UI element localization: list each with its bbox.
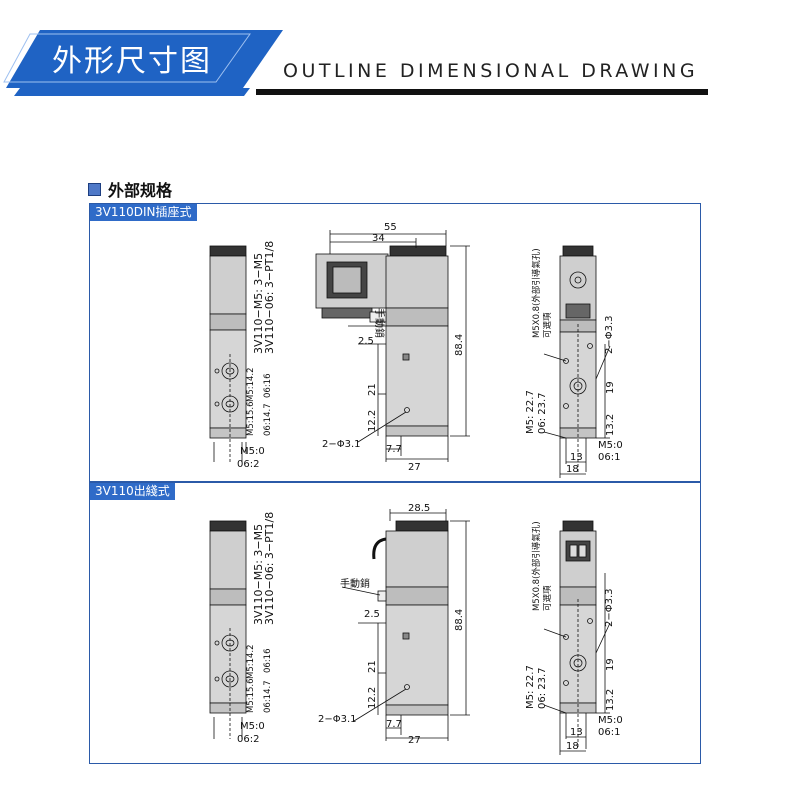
header-title-band bbox=[6, 30, 283, 88]
wire-side-manual-pin bbox=[377, 590, 387, 602]
wire-drawing: 3V110−M5: 3−M5 3V110−06: 3−PT1/8 M5:14.2… bbox=[209, 503, 623, 755]
wire-front-view bbox=[209, 520, 247, 739]
square-bullet-icon bbox=[88, 182, 101, 196]
wire-rear-dim-18: 18 bbox=[566, 741, 579, 752]
header-subtitle: OUTLINE DIMENSIONAL DRAWING bbox=[283, 60, 699, 82]
din-front-port2-m5: M5:15.6 bbox=[246, 401, 256, 436]
header-banner: 外形尺寸图 OUTLINE DIMENSIONAL DRAWING bbox=[0, 0, 790, 120]
panel-din-tag: 3V110DIN插座式 bbox=[90, 204, 197, 221]
wire-front-port-06: 06:16 bbox=[263, 649, 273, 674]
wire-side-dim-12-2: 12.2 bbox=[367, 687, 378, 709]
din-rear-hole: 2−Φ3.3 bbox=[604, 315, 615, 354]
wire-rear-hole: 2−Φ3.3 bbox=[604, 588, 615, 627]
din-rear-exhaust: M5X0.8(外部引導氣孔) bbox=[531, 248, 542, 338]
din-side-dim-2-5: 2.5 bbox=[358, 336, 374, 347]
din-drawing: 3V110−M5: 3−M5 3V110−06: 3−PT1/8 M5:14.2… bbox=[209, 222, 623, 478]
panel-wire-tag: 3V110出綫式 bbox=[90, 483, 175, 500]
wire-front-body bbox=[209, 604, 247, 704]
wire-side-cable bbox=[372, 537, 387, 560]
din-front-model-m5: 3V110−M5: 3−M5 bbox=[252, 253, 265, 354]
din-rear-view bbox=[543, 245, 611, 478]
din-rear-dim-23-7: 06: 23.7 bbox=[537, 392, 548, 434]
din-front-adapter bbox=[209, 313, 247, 331]
wire-rear-dim-13-2: 13.2 bbox=[605, 689, 616, 711]
din-side-view bbox=[315, 230, 470, 462]
wire-side-coil bbox=[385, 530, 449, 588]
header-graphic bbox=[3, 30, 708, 96]
panel-wire: 3V110−M5: 3−M5 3V110−06: 3−PT1/8 M5:14.2… bbox=[89, 482, 701, 764]
wire-rear-dim-22-7: M5: 22.7 bbox=[525, 665, 536, 709]
wire-front-coil bbox=[209, 530, 247, 590]
din-side-dim-55: 55 bbox=[384, 222, 397, 233]
section-heading: 外部规格 bbox=[88, 177, 172, 201]
din-front-model-06: 3V110−06: 3−PT1/8 bbox=[263, 241, 276, 354]
wire-front-port2-06: 06:14.7 bbox=[263, 680, 273, 713]
din-side-manual-pin bbox=[369, 311, 387, 323]
din-rear-dim-18: 18 bbox=[566, 464, 579, 475]
din-rear-dim-13-2: 13.2 bbox=[605, 414, 616, 436]
din-side-dim-7-7: 7.7 bbox=[386, 444, 402, 455]
din-side-coil bbox=[385, 255, 449, 309]
din-side-manual-label: 手動銷 bbox=[373, 308, 386, 338]
wire-rear-dim-13: 13 bbox=[570, 727, 583, 738]
wire-side-manual-label: 手動銷 bbox=[340, 577, 370, 590]
wire-front-model-m5: 3V110−M5: 3−M5 bbox=[252, 524, 265, 625]
header-title: 外形尺寸图 bbox=[52, 44, 212, 79]
wire-rear-optional: 可選項 bbox=[542, 585, 553, 611]
wire-rear-dim-23-7: 06: 23.7 bbox=[537, 667, 548, 709]
din-side-dim-34: 34 bbox=[372, 233, 385, 244]
wire-side-dim-28-5: 28.5 bbox=[408, 503, 430, 514]
wire-front-port2-m5: M5:15.6 bbox=[246, 678, 256, 713]
wire-rear-outlet bbox=[565, 540, 591, 562]
din-front-port2-06: 06:14.7 bbox=[263, 403, 273, 436]
din-rear-dim-13: 13 bbox=[570, 452, 583, 463]
din-rear-bottom-m5: M5:0 bbox=[598, 440, 623, 451]
din-rear-dim-19: 19 bbox=[605, 381, 616, 394]
din-front-port-m5: M5:14.2 bbox=[246, 367, 256, 402]
wire-side-dim-88-4: 88.4 bbox=[454, 609, 465, 631]
din-side-dim-12-2: 12.2 bbox=[367, 410, 378, 432]
wire-side-dim-21: 21 bbox=[367, 660, 378, 673]
header-title-band-outline bbox=[3, 33, 251, 83]
header-title-underline bbox=[14, 88, 250, 96]
wire-side-view bbox=[341, 509, 470, 741]
din-rear-dim-22-7: M5: 22.7 bbox=[525, 390, 536, 434]
din-side-dim-21: 21 bbox=[367, 383, 378, 396]
wire-front-bottom-m5: M5:0 bbox=[240, 721, 265, 732]
panel-din: 3V110−M5: 3−M5 3V110−06: 3−PT1/8 M5:14.2… bbox=[89, 203, 701, 482]
din-front-bottom-m5: M5:0 bbox=[240, 446, 265, 457]
wire-rear-bottom-m5: M5:0 bbox=[598, 715, 623, 726]
din-front-view bbox=[209, 245, 247, 462]
din-side-knob bbox=[389, 245, 447, 257]
wire-rear-exhaust: M5X0.8(外部引導氣孔) bbox=[531, 521, 542, 611]
din-front-bottom-06: 06:2 bbox=[237, 459, 259, 470]
wire-rear-dim-19: 19 bbox=[605, 658, 616, 671]
wire-rear-bottom-06: 06:1 bbox=[598, 727, 620, 738]
wire-front-model-06: 3V110−06: 3−PT1/8 bbox=[263, 512, 276, 625]
din-rear-screw bbox=[569, 271, 587, 289]
wire-side-body bbox=[385, 604, 449, 706]
din-side-hole: 2−Φ3.1 bbox=[322, 439, 361, 450]
wire-rear-view bbox=[543, 520, 611, 755]
din-side-dim-27: 27 bbox=[408, 462, 421, 473]
din-front-base bbox=[209, 427, 247, 439]
din-rear-bottom-06: 06:1 bbox=[598, 452, 620, 463]
header-rule bbox=[256, 89, 708, 95]
din-front-coil bbox=[209, 255, 247, 315]
section-title: 外部规格 bbox=[108, 181, 173, 200]
wire-side-hole: 2−Φ3.1 bbox=[318, 714, 357, 725]
wire-side-dim-7-7: 7.7 bbox=[386, 719, 402, 730]
din-side-dim-88-4: 88.4 bbox=[454, 334, 465, 356]
wire-front-bottom-06: 06:2 bbox=[237, 734, 259, 745]
din-front-knob bbox=[209, 245, 247, 257]
wire-side-dim-27: 27 bbox=[408, 735, 421, 746]
wire-front-port-m5: M5:14.2 bbox=[246, 644, 256, 679]
din-side-body bbox=[385, 325, 449, 427]
wire-side-dim-2-5: 2.5 bbox=[364, 609, 380, 620]
din-rear-optional: 可選項 bbox=[542, 312, 553, 338]
din-front-port-06: 06:16 bbox=[263, 374, 273, 399]
